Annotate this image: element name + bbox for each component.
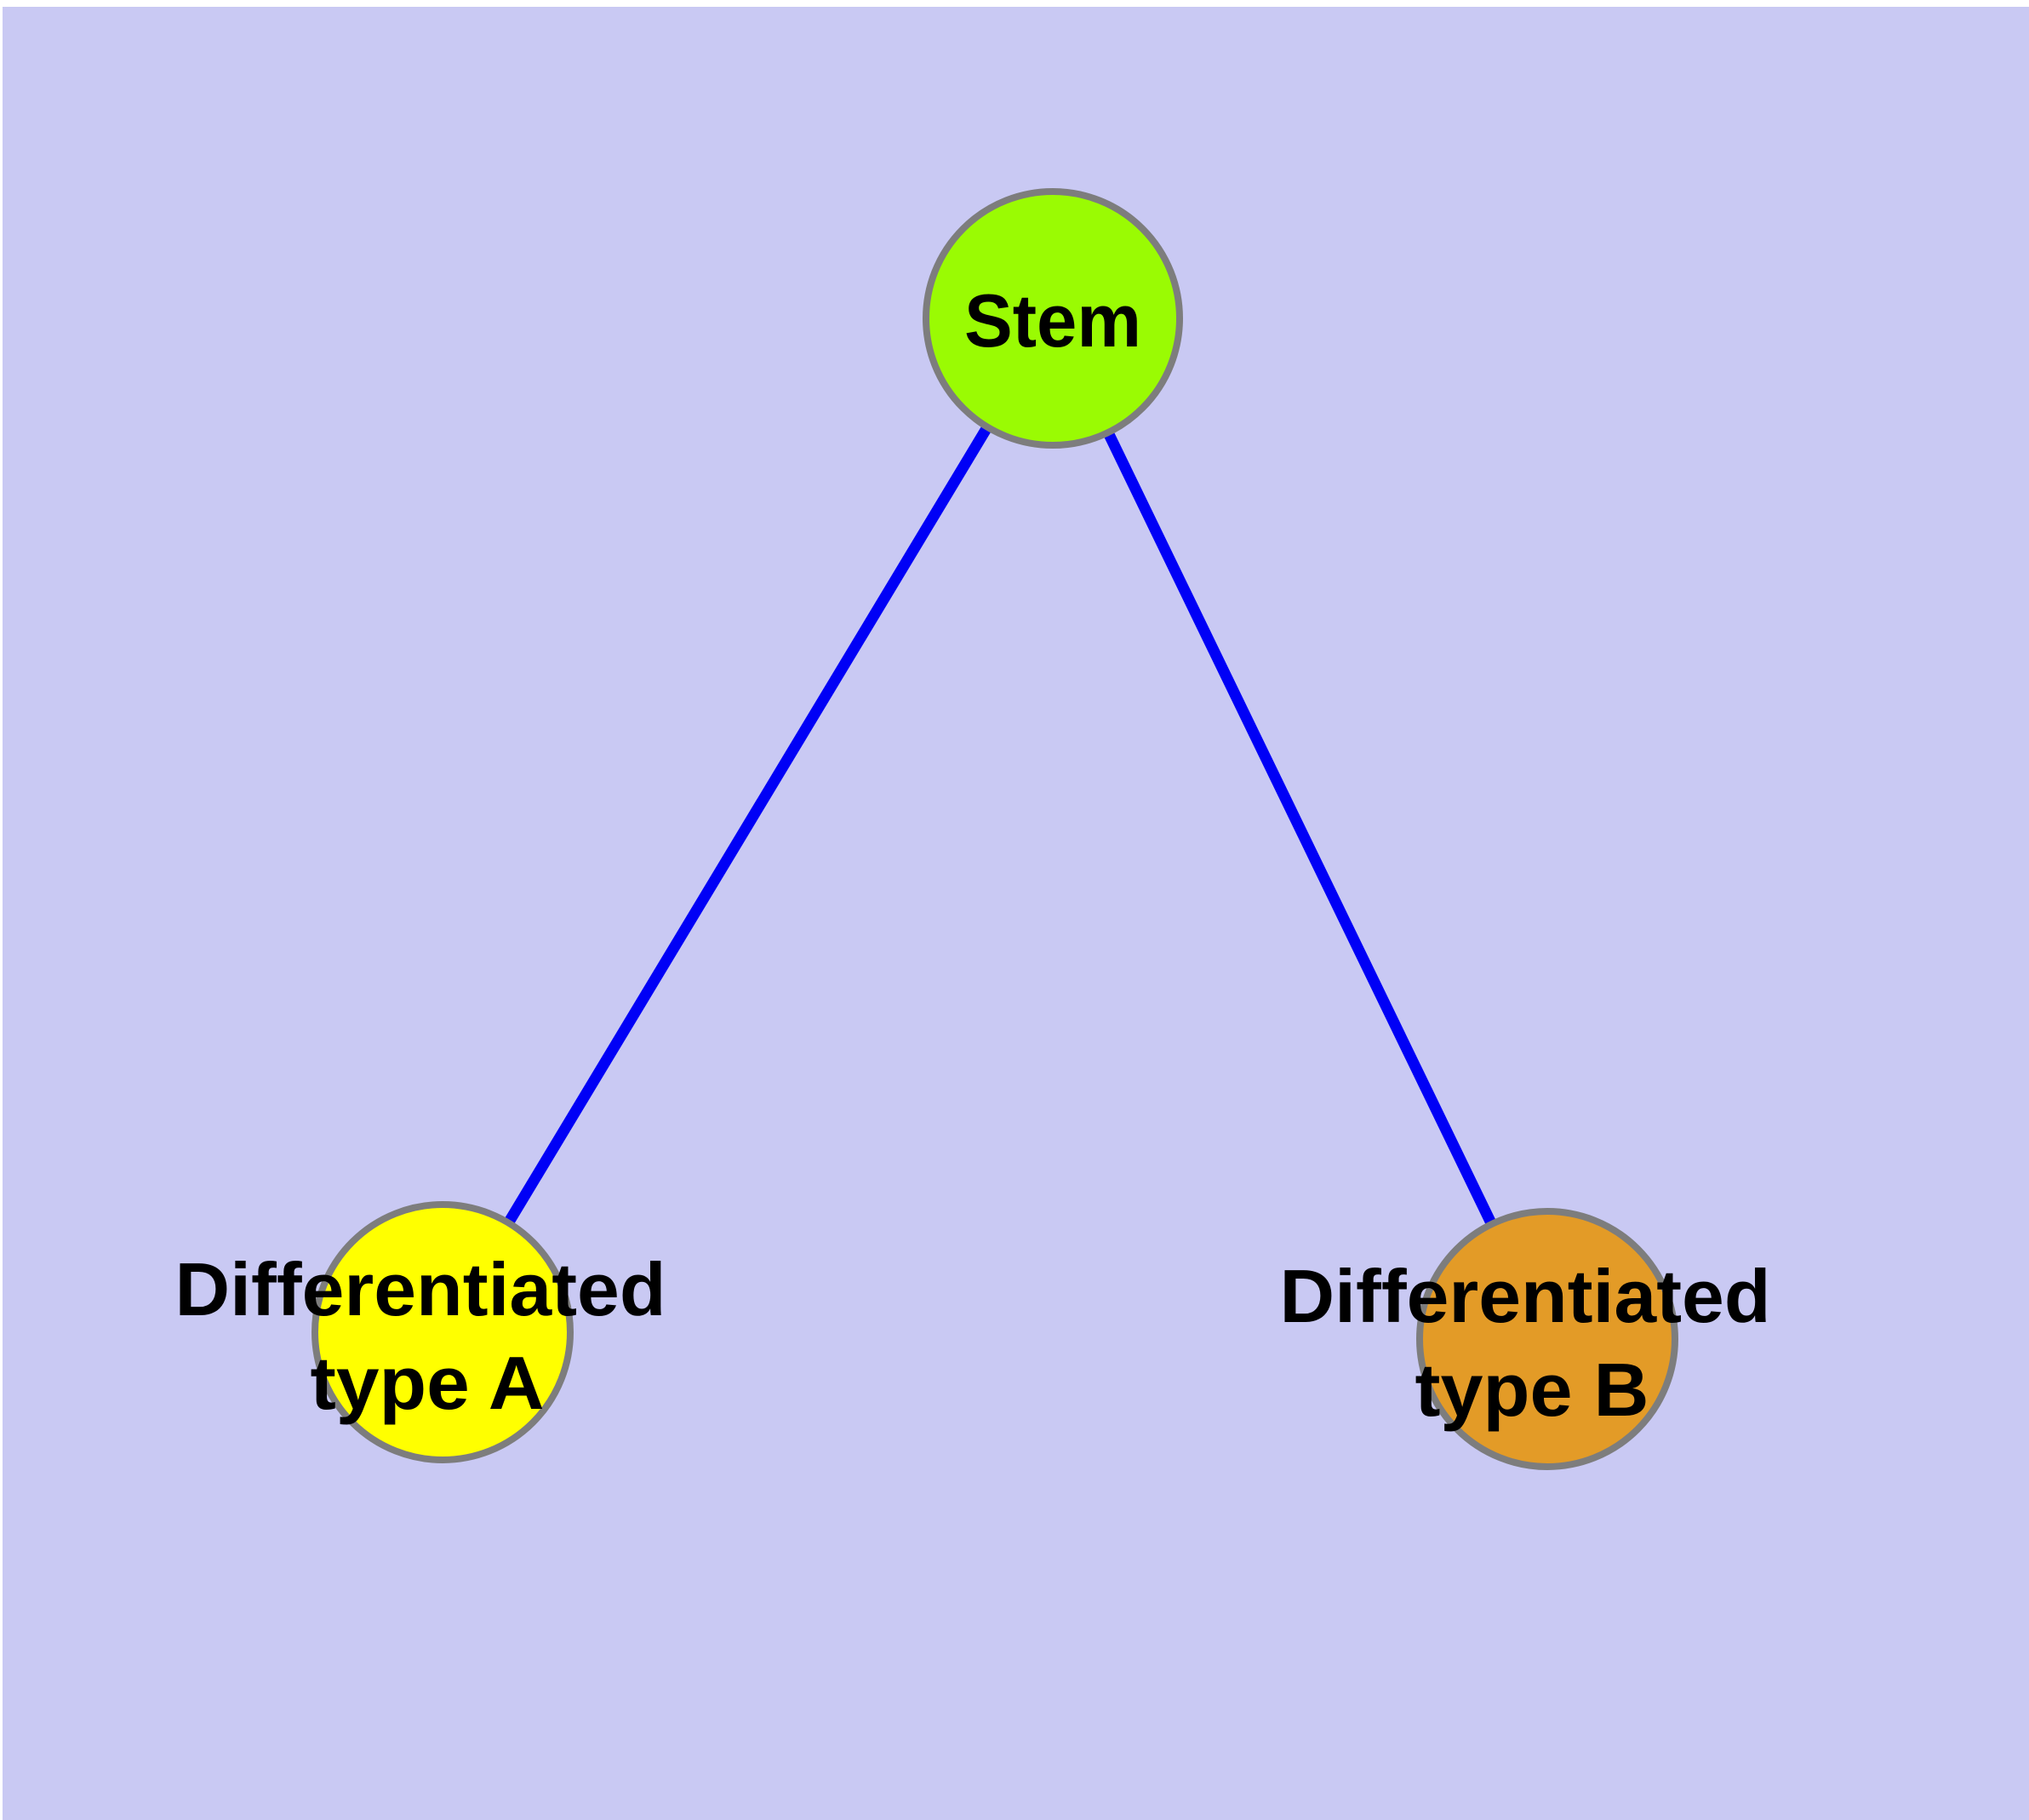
type-b-node-label-line1: Differentiated [1280, 1254, 1771, 1338]
differentiated-type-a-node [311, 1201, 574, 1463]
stem-node [923, 188, 1183, 449]
stem-node-label: Stem [964, 278, 1141, 363]
differentiated-type-b-node [1416, 1208, 1678, 1470]
edge-stem-to-type-a [437, 315, 1058, 1336]
type-a-node-label-line2: type A [311, 1341, 545, 1425]
edge-stem-to-type-b [1048, 316, 1552, 1342]
type-a-node-label-line1: Differentiated [175, 1247, 666, 1331]
type-b-node-label-line2: type B [1415, 1348, 1649, 1432]
